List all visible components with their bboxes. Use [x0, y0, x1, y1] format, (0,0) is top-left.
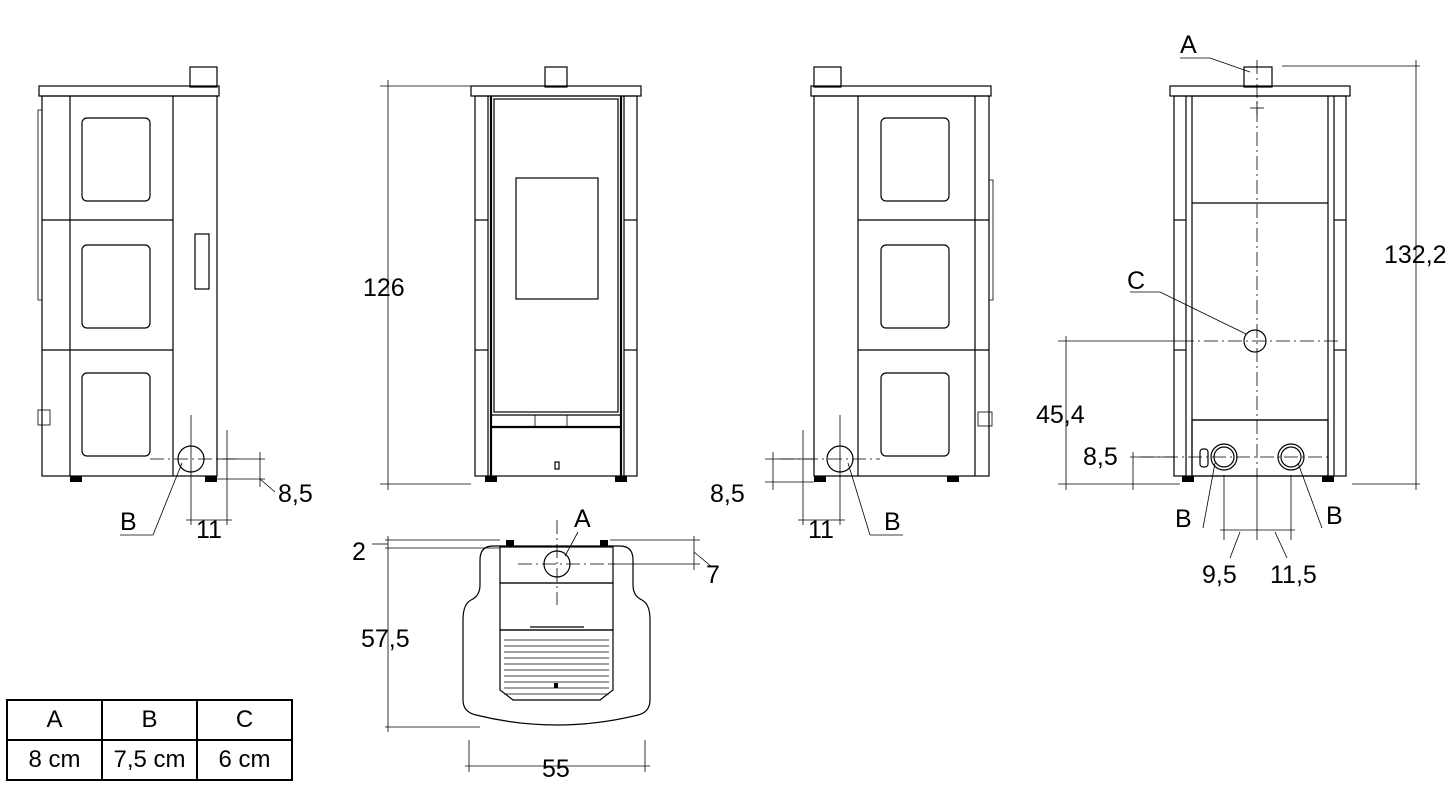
left-b-offset-dim: 11	[196, 516, 222, 544]
left-label-b: B	[120, 508, 137, 536]
legend-header-row: A B C	[6, 699, 293, 741]
rear-label-b-left: B	[1175, 505, 1192, 533]
rear-c-height-dim: 45,4	[1036, 401, 1085, 429]
front-height-dim: 126	[363, 274, 405, 302]
right-b-offset-dim: 11	[808, 516, 834, 544]
top-a-offset-dim: 7	[706, 561, 720, 589]
front-view	[380, 66, 642, 490]
legend-value-row: 8 cm 7,5 cm 6 cm	[6, 739, 293, 781]
rear-total-height-dim: 132,2	[1384, 241, 1447, 269]
left-b-height-dim: 8,5	[278, 480, 313, 508]
legend-header-b: B	[101, 699, 198, 741]
top-label-a: A	[574, 505, 591, 533]
rear-b-spacing-left-dim: 9,5	[1202, 561, 1237, 589]
rear-label-c: C	[1127, 267, 1145, 295]
rear-label-b-right: B	[1326, 502, 1343, 530]
rear-label-a: A	[1180, 31, 1197, 59]
left-side-view	[37, 66, 276, 536]
legend-value-b: 7,5 cm	[101, 739, 198, 781]
legend-value-a: 8 cm	[6, 739, 103, 781]
top-front-offset-dim: 2	[352, 538, 366, 566]
rear-view	[1058, 57, 1420, 559]
top-width-dim: 55	[542, 755, 570, 783]
connection-legend-table: A B C 8 cm 7,5 cm 6 cm	[6, 699, 293, 781]
legend-header-a: A	[6, 699, 103, 741]
top-depth-dim: 57,5	[361, 625, 410, 653]
rear-b-spacing-right-dim: 11,5	[1270, 561, 1317, 589]
rear-b-height-dim: 8,5	[1083, 443, 1118, 471]
right-label-b: B	[884, 508, 901, 536]
top-view	[372, 520, 713, 772]
legend-header-c: C	[196, 699, 293, 741]
right-b-height-dim: 8,5	[710, 480, 745, 508]
legend-value-c: 6 cm	[196, 739, 293, 781]
right-side-view	[765, 66, 994, 536]
